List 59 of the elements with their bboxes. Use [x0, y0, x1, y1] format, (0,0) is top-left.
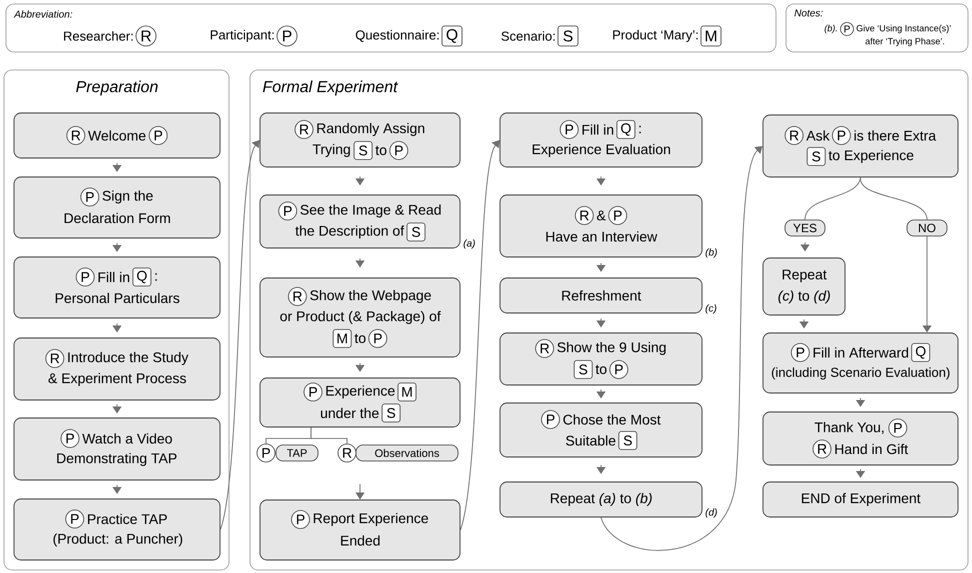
- pill-label: YES: [784, 220, 826, 236]
- connector-line: [310, 427, 348, 444]
- circled-letter: P: [609, 360, 628, 379]
- step-marker: (b): [706, 248, 717, 258]
- circled-letter: R: [535, 339, 554, 358]
- boxed-letter: S: [574, 360, 593, 379]
- boxed-letter: Q: [442, 26, 462, 46]
- circled-letter: R: [288, 287, 307, 306]
- boxed-letter: S: [618, 431, 638, 450]
- circled-letter: P: [560, 120, 579, 139]
- circled-letter: R: [784, 126, 804, 145]
- circled-letter: P: [608, 206, 628, 225]
- pill-label: TAP: [276, 444, 318, 462]
- circled-letter: P: [832, 126, 851, 145]
- boxed-letter: Q: [616, 120, 636, 139]
- step-marker: (c): [706, 304, 716, 314]
- circled-letter: P: [278, 202, 298, 220]
- circled-letter: P: [60, 429, 80, 448]
- circled-letter: P: [291, 510, 310, 529]
- boxed-letter: M: [700, 26, 722, 46]
- boxed-letter: M: [332, 329, 352, 348]
- circled-letter: P: [888, 418, 908, 438]
- step-box: END of Experiment: [762, 482, 958, 518]
- pill-label: Observations: [356, 444, 458, 462]
- boxed-letter: Q: [132, 268, 152, 286]
- circled-letter: P: [541, 410, 560, 429]
- boxed-letter: S: [406, 222, 426, 242]
- circled-letter: R: [136, 26, 156, 46]
- circled-letter: R: [45, 349, 64, 368]
- circled-letter: P: [148, 126, 168, 145]
- circled-letter: P: [304, 382, 322, 402]
- step-box: Repeat (a) to (b): [500, 482, 702, 518]
- boxed-letter: S: [382, 404, 400, 422]
- step-box: Repeat (c) to (d): [762, 258, 846, 316]
- boxed-letter: M: [398, 382, 416, 402]
- circled-letter: P: [840, 22, 854, 36]
- circled-letter: P: [256, 444, 276, 462]
- circled-letter: P: [80, 188, 100, 206]
- boxed-letter: S: [558, 26, 578, 46]
- circled-letter: P: [368, 329, 388, 348]
- circled-letter: P: [276, 26, 298, 46]
- step-marker: (a): [464, 239, 475, 249]
- step-marker: (d): [706, 508, 717, 518]
- circled-letter: P: [790, 343, 810, 362]
- circled-letter: P: [76, 268, 95, 286]
- circled-letter: R: [812, 440, 832, 458]
- connector-line: [804, 177, 861, 220]
- circled-letter: P: [65, 510, 84, 528]
- pill-label: NO: [906, 220, 948, 236]
- boxed-letter: S: [806, 147, 826, 166]
- circled-letter: R: [294, 120, 314, 139]
- boxed-letter: S: [354, 141, 372, 160]
- step-box: Refreshment: [500, 278, 702, 314]
- circled-letter: P: [389, 141, 408, 160]
- circled-letter: R: [574, 206, 594, 225]
- boxed-letter: Q: [911, 343, 930, 362]
- connector-line: [860, 177, 928, 220]
- circled-letter: R: [66, 126, 86, 145]
- circled-letter: R: [338, 444, 356, 462]
